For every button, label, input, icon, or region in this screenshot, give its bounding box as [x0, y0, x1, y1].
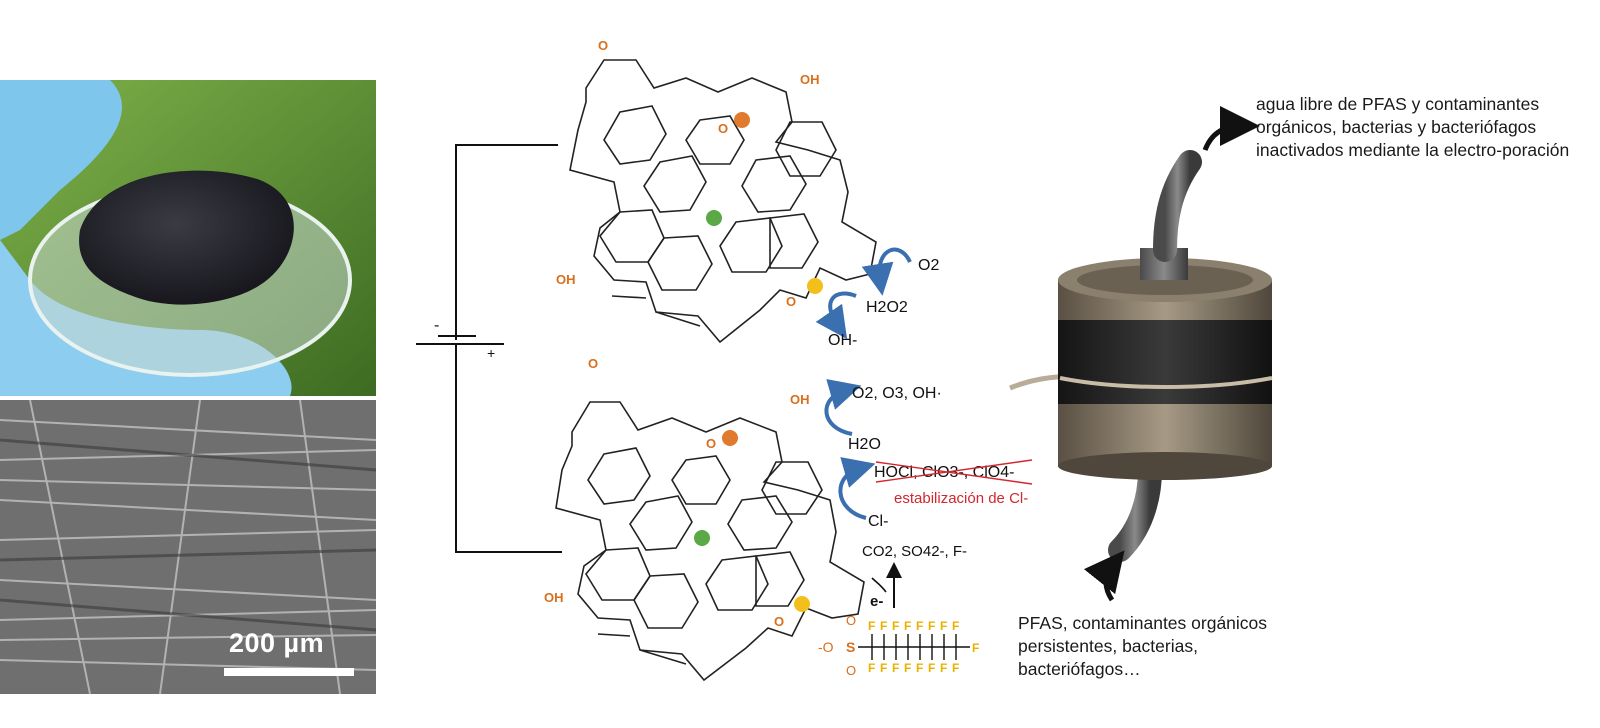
pfas-oxygen-bottom: O [846, 663, 856, 678]
top-hydroxyl-b: OH [556, 272, 576, 287]
top-oxygen-atom-c: O [786, 294, 796, 309]
top-hydroxyl-a: OH [800, 72, 820, 87]
arrow-water-oxidation [824, 379, 862, 436]
graphene-sheet-bottom [555, 401, 865, 682]
o2-label: O2 [918, 257, 939, 274]
bottom-oxygen-atom-b: O [706, 436, 716, 451]
pfas-f-top-3: F [892, 619, 899, 633]
pfas-f-bot-2: F [880, 661, 887, 675]
inlet-tube [1108, 458, 1162, 562]
oh-minus-label: OH- [828, 332, 857, 349]
electron-label: e- [870, 593, 883, 610]
products-label: CO2, SO42-, F- [862, 543, 967, 560]
top-dot-green [706, 210, 722, 226]
pfas-f-top-1: F [868, 619, 875, 633]
scale-bar-label: 200 µm [229, 628, 325, 658]
inlet-caption: PFAS, contaminantes orgánicos persistent… [1018, 613, 1268, 679]
battery-plus: + [487, 345, 495, 361]
sem-micrograph [0, 400, 376, 694]
pfas-f-top-5: F [916, 619, 923, 633]
pfas-f-top-6: F [928, 619, 935, 633]
filter-device [1009, 106, 1273, 602]
pfas-f-bot-5: F [916, 661, 923, 675]
scale-bar [224, 668, 354, 676]
arrow-h2o2-to-oh [815, 291, 857, 340]
pfas-f-top-8: F [952, 619, 959, 633]
bottom-dot-green [694, 530, 710, 546]
bottom-hydroxyl-a: OH [790, 392, 810, 407]
bottom-oxygen-atom-c: O [774, 614, 784, 629]
electron-curve-arrow [871, 577, 887, 593]
pfas-f-end: F [972, 641, 979, 655]
outlet-arrow [1202, 106, 1260, 152]
graphene-sheet-top [569, 59, 877, 344]
pfas-molecule: -O S O O F F F F F F F F F F F F F F F F [818, 613, 979, 678]
bottom-hydroxyl-b: OH [544, 590, 564, 605]
oxidants-label: O2, O3, OH· [852, 385, 942, 402]
pfas-f-bot-3: F [892, 661, 899, 675]
pfas-f-bot-7: F [940, 661, 947, 675]
cloth-electrode-upper [1058, 316, 1272, 360]
carbon-sponge-photo [0, 80, 376, 396]
pfas-minus-oxygen: -O [818, 639, 834, 655]
top-oxygen-atom-b: O [718, 121, 728, 136]
top-oxygen-atom-a: O [598, 38, 608, 53]
arrow-o2-to-h2o2 [861, 247, 912, 296]
bottom-dot-yellow [794, 596, 810, 612]
pfas-oxygen-top: O [846, 613, 856, 628]
pfas-f-top-4: F [904, 619, 911, 633]
inlet-arrow [1083, 550, 1125, 602]
strike-line-a [875, 459, 1033, 483]
pfas-f-bot-4: F [904, 661, 911, 675]
top-dot-yellow [807, 278, 823, 294]
strike-line-b [875, 461, 1033, 485]
arrow-chloride-oxidation [838, 457, 876, 520]
outlet-caption: agua libre de PFAS y contaminantes orgán… [1256, 94, 1570, 160]
pfas-sulfur: S [846, 639, 855, 655]
pfas-f-bot-6: F [928, 661, 935, 675]
top-dot-orange [734, 112, 750, 128]
stabilization-note: estabilización de Cl- [894, 490, 1028, 507]
chloride-label: Cl- [868, 513, 888, 530]
bottom-dot-orange [722, 430, 738, 446]
outlet-tube [1153, 150, 1202, 262]
h2o2-label: H2O2 [866, 299, 908, 316]
pfas-f-bot-8: F [952, 661, 959, 675]
pfas-f-top-2: F [880, 619, 887, 633]
water-label: H2O [848, 436, 881, 453]
battery-minus: - [434, 317, 439, 334]
pfas-f-top-7: F [940, 619, 947, 633]
circuit-wires [416, 144, 562, 553]
bottom-oxygen-atom-a: O [588, 356, 598, 371]
pfas-f-bot-1: F [868, 661, 875, 675]
